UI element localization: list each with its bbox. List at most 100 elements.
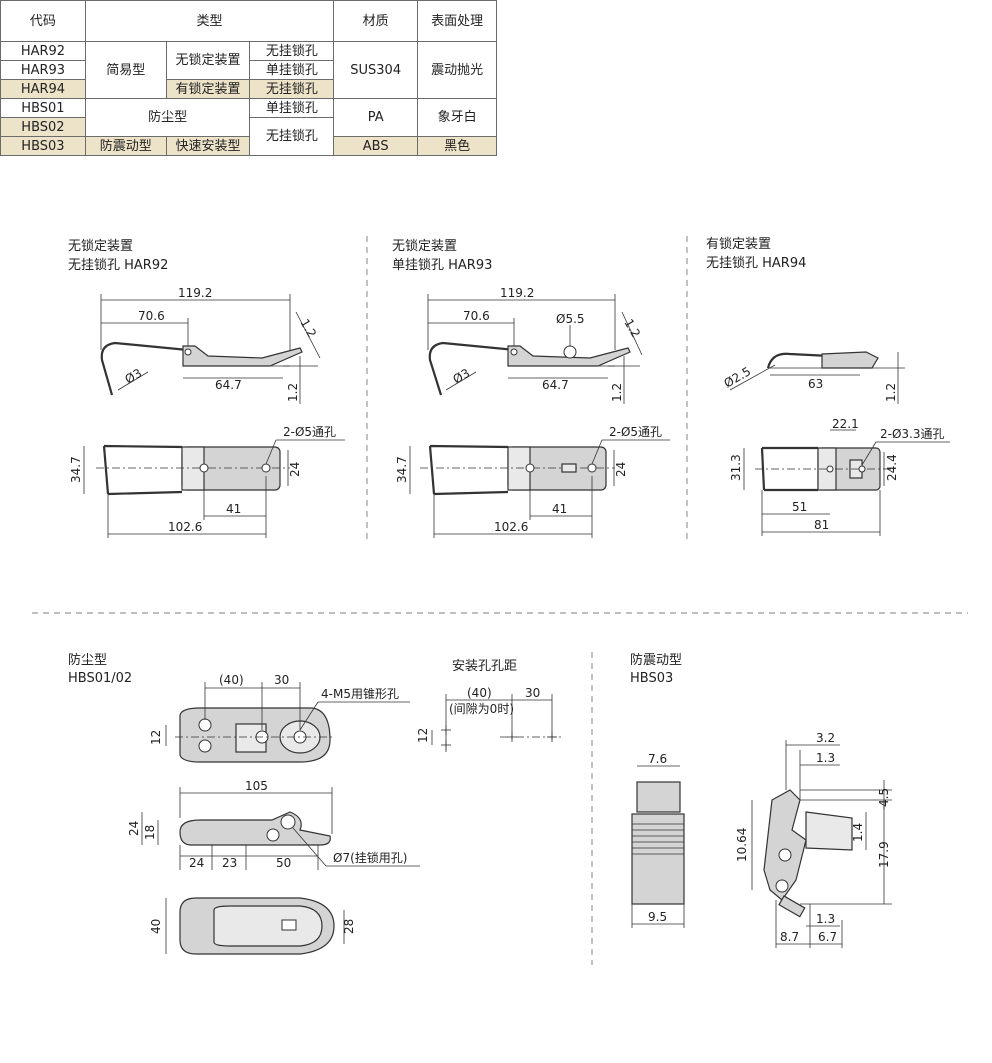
latch-wire: [428, 341, 516, 396]
table-header-row: 代码 类型 材质 表面处理: [0, 0, 497, 42]
dim-9-5: 9.5: [648, 910, 667, 924]
leader-line: [729, 364, 776, 391]
table-row: HAR92 简易型 无锁定装置 无挂锁孔 SUS304 震动抛光: [0, 41, 497, 99]
gap-note: (间隙为0时): [449, 702, 514, 716]
dim-8-7: 8.7: [780, 930, 799, 944]
wire-top: [428, 444, 509, 496]
dim-34-7: 34.7: [69, 456, 83, 483]
latch-side-body: [821, 351, 879, 369]
finish-black-cell: 黑色: [417, 136, 497, 156]
dim-30: 30: [525, 686, 540, 700]
dim-64-7: 64.7: [215, 378, 242, 392]
mount-hole: [525, 463, 535, 473]
type-no-lock-hole-cell: 无挂锁孔: [249, 117, 335, 156]
latch-wire: [100, 341, 189, 396]
drawing-mount-pitch: 安装孔孔距 (40) (间隙为0时) 30 12: [416, 659, 562, 752]
caption-hbs03-line1: 防震动型: [630, 652, 682, 668]
dim-102-6: 102.6: [494, 520, 528, 534]
latch-bottom-inner: [213, 905, 323, 947]
dim-119-2: 119.2: [500, 286, 534, 300]
dim-50: 50: [276, 856, 291, 870]
dim-24-v: 24: [127, 821, 141, 836]
caption-har94-line1: 有锁定装置: [706, 236, 771, 252]
padlock-hole: [775, 879, 789, 893]
holes-note: 2-Ø5通孔: [609, 425, 662, 439]
caption-har92-line2: 无挂锁孔 HAR92: [68, 257, 168, 273]
caption-har94-line2: 无挂锁孔 HAR94: [706, 255, 806, 271]
caption-har93-line1: 无锁定装置: [392, 238, 457, 254]
code-cell: HBS02: [0, 117, 86, 137]
front-top-block: [636, 781, 681, 813]
dim-1-4: 1.4: [851, 823, 865, 842]
dim-51: 51: [792, 500, 807, 514]
dim-34-7: 34.7: [395, 456, 409, 483]
dim-10-64: 10.64: [735, 828, 749, 862]
type-dustproof-cell: 防尘型: [84, 98, 251, 137]
dim-119-2: 119.2: [178, 286, 212, 300]
dim-d5-5: Ø5.5: [556, 312, 585, 326]
dim-24: 24: [614, 462, 628, 477]
dim-24: 24: [288, 462, 302, 477]
dim-1-2-right: 1.2: [610, 383, 624, 402]
header-code: 代码: [0, 0, 86, 42]
leader-line: [117, 371, 149, 391]
mount-hole: [198, 739, 212, 753]
side-body: [763, 789, 807, 901]
dim-1-3-top: 1.3: [816, 751, 835, 765]
dim-102-6: 102.6: [168, 520, 202, 534]
caption-mount: 安装孔孔距: [452, 659, 517, 674]
leader-line: [299, 701, 319, 731]
pivot-circle: [266, 828, 280, 842]
type-no-lock-hole-cell: 无挂锁孔: [249, 79, 335, 99]
padlock-hole: [280, 814, 296, 830]
dim-7-6: 7.6: [648, 752, 667, 766]
dim-18: 18: [143, 825, 157, 840]
caption-har92-line1: 无锁定装置: [68, 238, 133, 254]
padlock-slot: [561, 463, 577, 473]
dim-70-6: 70.6: [138, 309, 165, 323]
lever-tab: [778, 895, 806, 918]
leader-line: [445, 371, 477, 391]
dim-63: 63: [808, 377, 823, 391]
caption-hbs0102-line1: 防尘型: [68, 652, 107, 668]
latch-side-body: [182, 345, 303, 367]
pivot-circle: [184, 348, 192, 356]
dim-40-paren: (40): [467, 686, 492, 700]
dim-31-3: 31.3: [729, 454, 743, 481]
dim-23: 23: [222, 856, 237, 870]
table-row: HBS03 防震动型 快速安装型 ABS 黑色: [0, 136, 497, 156]
dim-4-5: 4.5: [877, 788, 891, 807]
pivot-circle: [778, 848, 792, 862]
caption-hbs0102-line2: HBS01/02: [68, 671, 132, 686]
leader-line: [621, 311, 643, 356]
dim-24-4: 24.4: [885, 454, 899, 481]
caption-har93-line2: 单挂锁孔 HAR93: [392, 257, 492, 273]
hole-mark: [441, 725, 557, 750]
type-lock-device-cell: 有锁定装置: [165, 79, 251, 99]
dim-12: 12: [416, 728, 430, 743]
dim-3-2: 3.2: [816, 731, 835, 745]
table-row: HBS01 防尘型 单挂锁孔 PA 象牙白: [0, 98, 497, 137]
dim-105: 105: [245, 779, 268, 793]
dim-30: 30: [274, 673, 289, 687]
dim-1-2-right: 1.2: [286, 383, 300, 402]
finish-vibration-cell: 震动抛光: [417, 41, 497, 99]
wire-top: [102, 444, 183, 496]
dim-81: 81: [814, 518, 829, 532]
type-shockproof-cell: 防震动型: [84, 136, 167, 156]
drawing-hbs0102: 防尘型 HBS01/02 (40) 30 4-M5用锥形孔 12 105 24: [68, 652, 420, 955]
drawing-har92: 无锁定装置 无挂锁孔 HAR92 119.2 70.6 1.2 Ø3 64.7 …: [68, 238, 345, 538]
dim-22-1: 22.1: [832, 417, 859, 431]
mount-hole: [199, 463, 209, 473]
m5-note: 4-M5用锥形孔: [321, 687, 399, 701]
dim-70-6: 70.6: [463, 309, 490, 323]
type-no-lock-device-cell: 无锁定装置: [165, 41, 251, 80]
dim-41: 41: [552, 502, 567, 516]
mount-hole: [826, 465, 834, 473]
holes-note: 2-Ø3.3通孔: [880, 427, 945, 441]
pivot-circle: [510, 348, 518, 356]
dim-1-3-bottom: 1.3: [816, 912, 835, 926]
dim-41: 41: [226, 502, 241, 516]
slot-hole: [281, 919, 297, 931]
